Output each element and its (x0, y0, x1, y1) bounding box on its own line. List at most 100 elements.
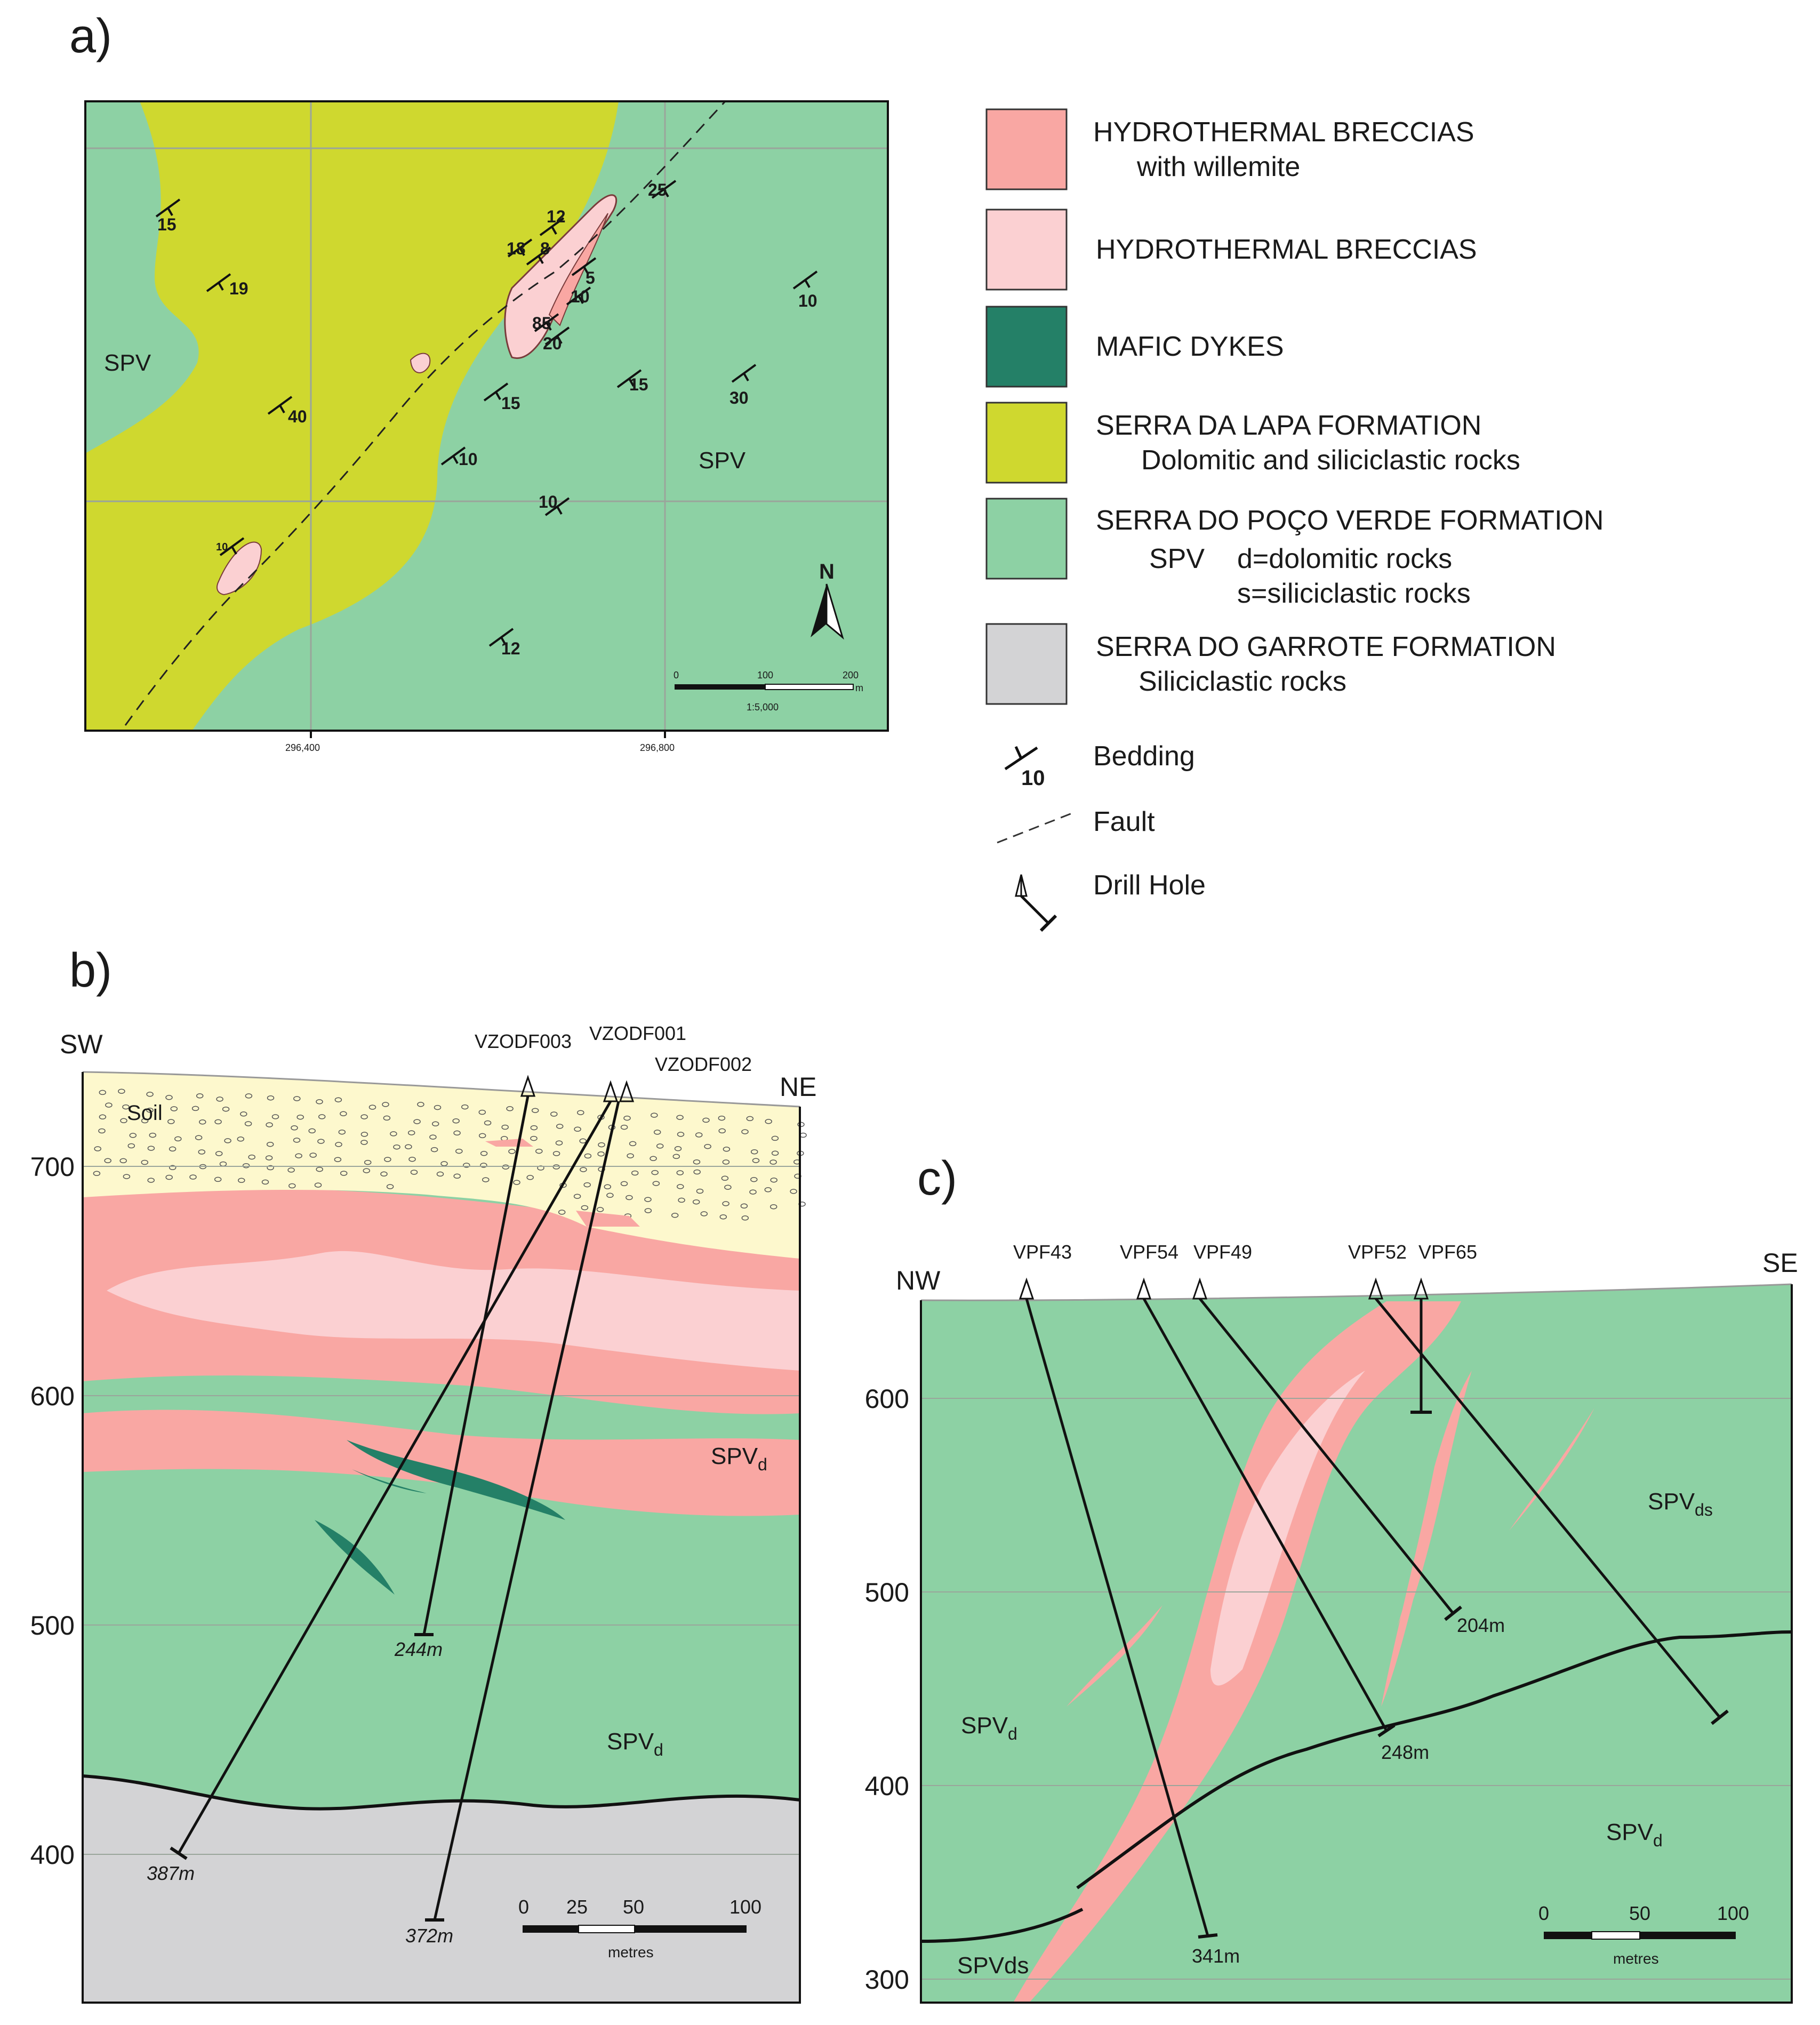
unit-label: SPVds (1648, 1488, 1713, 1519)
soil-clast (653, 1130, 661, 1135)
soil-clast (724, 1184, 732, 1190)
depth-label: 372m (405, 1925, 453, 1947)
soil-clast (340, 1171, 348, 1176)
bedding-dip-tick (500, 637, 507, 645)
elevation-label: 600 (30, 1381, 75, 1411)
legend-bedding-value: 10 (1021, 766, 1045, 790)
bedding-dip-tick (231, 546, 237, 555)
soil-clast (147, 1146, 155, 1151)
bedding-dip-label: 8 (540, 239, 550, 258)
bedding-dip-tick (167, 207, 173, 216)
soil-clast (452, 1118, 460, 1124)
drill-label: VPF49 (1193, 1241, 1252, 1263)
svg-text:m: m (855, 683, 863, 693)
soil-clast (596, 1207, 604, 1212)
soil-clast (293, 1096, 301, 1101)
bedding-dip-tick (663, 189, 669, 197)
soil-clast (169, 1146, 177, 1152)
legend-drill-label: Drill Hole (1093, 870, 1206, 901)
legend-swatch-mafic-dykes (985, 306, 1068, 388)
soil-clast (360, 1132, 368, 1137)
legend: HYDROTHERMAL BRECCIAS with willemite HYD… (985, 108, 1603, 932)
svg-text:200: 200 (843, 670, 859, 681)
soil-clast (430, 1147, 438, 1152)
soil-clast (693, 1169, 701, 1175)
drill-label: VPF52 (1348, 1241, 1407, 1263)
drill-label: VPF65 (1418, 1241, 1477, 1263)
soil-clast (672, 1154, 680, 1159)
bedding-dip-tick (452, 455, 459, 464)
soil-clast (129, 1133, 137, 1138)
soil-clast (189, 1174, 197, 1180)
soil-clast (790, 1189, 797, 1194)
soil-clast (558, 1210, 566, 1215)
soil-clast (393, 1144, 400, 1150)
soil-clast (146, 1107, 154, 1113)
bedding-dip-label: 15 (629, 375, 648, 394)
soil-clast (749, 1189, 757, 1195)
soil-clast (266, 1122, 273, 1127)
soil-clast (764, 1187, 772, 1192)
soil-clast (360, 1140, 368, 1145)
soil-clast (123, 1174, 131, 1179)
soil-clast (652, 1181, 660, 1186)
soil-clast (513, 1180, 520, 1185)
soil-clast (482, 1177, 490, 1182)
soil-clast (650, 1156, 657, 1162)
legend-swatch-serra-do-garrote (985, 623, 1068, 705)
soil-clast (651, 1170, 659, 1175)
soil-clast (291, 1125, 298, 1131)
bedding-dip-label: 20 (543, 334, 562, 353)
mafic-dyke (347, 1440, 565, 1520)
bedding-dip-tick (578, 295, 584, 304)
bedding-dip-tick (556, 335, 563, 344)
soil-clast (501, 1124, 509, 1130)
depth-label: 248m (1381, 1741, 1429, 1763)
soil-clast (335, 1142, 342, 1147)
soil-clast (317, 1139, 325, 1144)
bedding-dip-label: 15 (501, 394, 520, 413)
elevation-label: 300 (865, 1965, 909, 1995)
bedding-dip-label: 40 (288, 407, 307, 426)
soil-clast (431, 1121, 439, 1127)
soil-clast (174, 1136, 182, 1142)
legend-swatch-breccia-willemite (985, 108, 1068, 190)
soil-clast (119, 1158, 127, 1164)
legend-sub: Siliciclastic rocks (1138, 666, 1346, 697)
drill-hole-symbol-icon (1015, 874, 1057, 932)
soil-clast (750, 1176, 758, 1182)
soil-clast (434, 1104, 442, 1110)
svg-text:50: 50 (1629, 1902, 1650, 1924)
svg-text:0: 0 (674, 670, 679, 681)
soil-clast (626, 1195, 633, 1200)
section-c-scale-bar: 0 50 100 metres (1538, 1902, 1749, 1967)
depth-label: 244m (394, 1638, 443, 1660)
panel-c-section: VPF43 VPF54 VPF49 VPF52 VPF65 341m 248m … (865, 1241, 1798, 2004)
depth-label: 387m (147, 1862, 195, 1884)
soil-clast (384, 1157, 391, 1162)
north-arrow-icon (811, 583, 844, 640)
soil-clast (692, 1199, 700, 1205)
panel-a-label: a) (69, 10, 112, 63)
soil-clast (408, 1156, 416, 1162)
legend-sub: s=siliciclastic rocks (1237, 578, 1471, 609)
soil-clast (530, 1125, 538, 1131)
fault-symbol-icon (997, 812, 1072, 844)
direction-right: SE (1762, 1248, 1798, 1278)
soil-clast (141, 1159, 149, 1165)
svg-text:1:5,000: 1:5,000 (747, 702, 779, 713)
elevation-label: 700 (30, 1152, 75, 1182)
panel-b-label: b) (69, 944, 112, 997)
soil-clast (455, 1148, 463, 1154)
soil-clast (478, 1109, 486, 1115)
soil-clast (696, 1188, 704, 1194)
depth-label: 341m (1192, 1945, 1240, 1967)
legend-prefix: SPV (1149, 543, 1205, 574)
soil-clast (266, 1141, 274, 1147)
soil-clast (413, 1119, 421, 1124)
soil-clast (248, 1154, 255, 1160)
soil-pattern (93, 1088, 807, 1221)
bedding-dip-tick (556, 506, 563, 515)
svg-text:metres: metres (608, 1944, 654, 1960)
